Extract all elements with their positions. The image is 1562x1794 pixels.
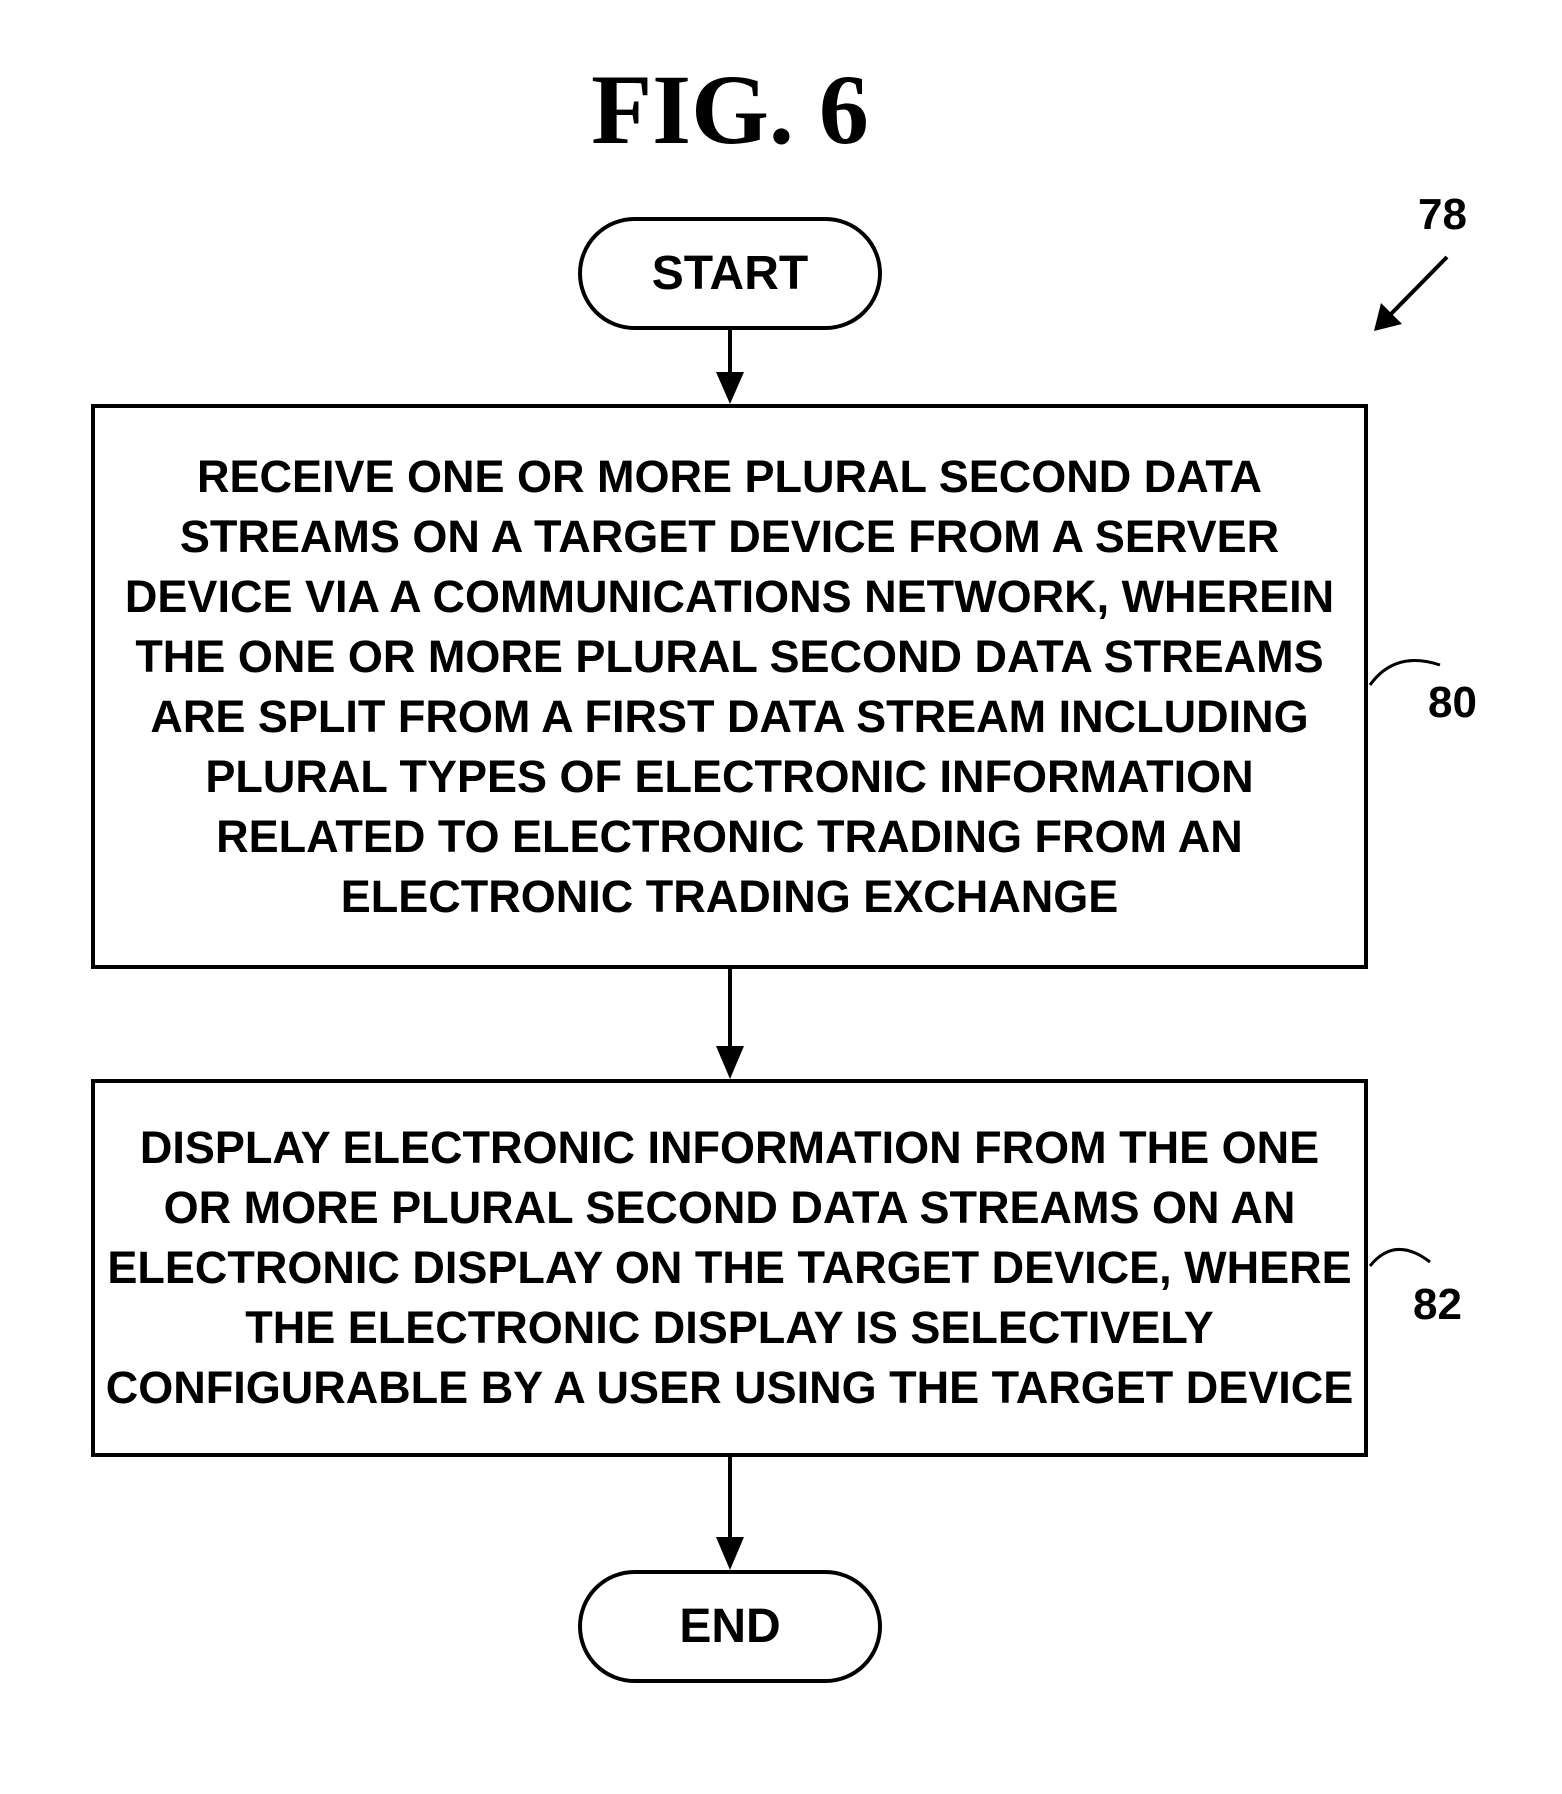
process-step-receive: RECEIVE ONE OR MORE PLURAL SECOND DATA S… (91, 404, 1368, 969)
arrow-display-to-end (716, 1457, 744, 1570)
process-step-display: DISPLAY ELECTRONIC INFORMATION FROM THE … (91, 1079, 1368, 1457)
figure-reference-arrow (1374, 257, 1447, 331)
leader-line-82 (1370, 1249, 1430, 1266)
process-step-display-text: DISPLAY ELECTRONIC INFORMATION FROM THE … (105, 1118, 1354, 1418)
arrow-receive-to-display (716, 969, 744, 1079)
start-label: START (652, 246, 808, 301)
figure-reference-number: 78 (1418, 190, 1467, 240)
step-reference-80: 80 (1428, 678, 1477, 728)
end-terminal: END (578, 1570, 882, 1683)
figure-title: FIG. 6 (0, 55, 1460, 165)
process-step-receive-text: RECEIVE ONE OR MORE PLURAL SECOND DATA S… (105, 447, 1354, 927)
start-terminal: START (578, 217, 882, 330)
end-label: END (679, 1599, 780, 1654)
arrow-start-to-receive (716, 330, 744, 404)
step-reference-82: 82 (1413, 1280, 1462, 1330)
